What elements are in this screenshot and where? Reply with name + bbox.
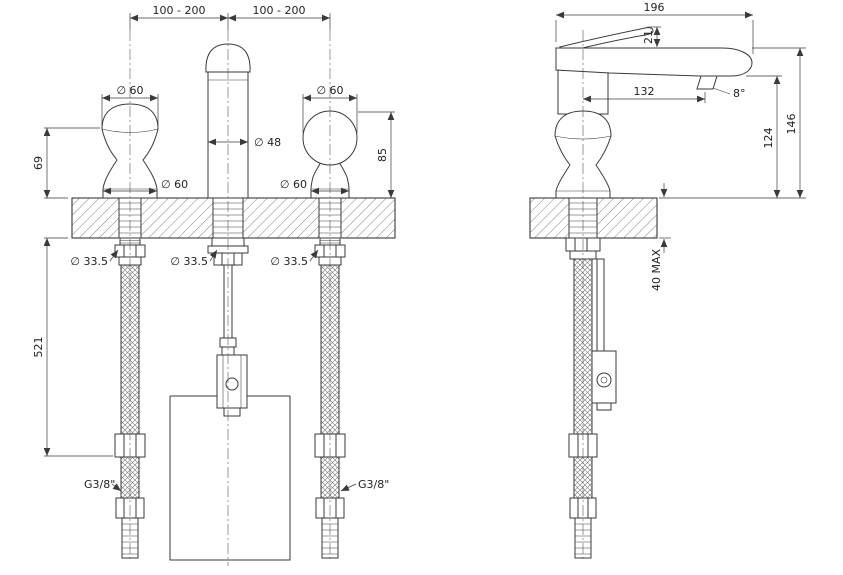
dim-right-handle-diameter: ∅ 60 — [316, 84, 343, 97]
dim-left-handle-base-diameter: ∅ 60 — [161, 178, 188, 191]
dim-hose-length: 521 — [32, 337, 45, 358]
spout-arm-side — [555, 47, 753, 77]
popup-rod-side — [596, 258, 605, 352]
dim-left-handle-diameter: ∅ 60 — [116, 84, 143, 97]
dim-right-handle-base-diameter: ∅ 60 — [280, 178, 307, 191]
dim-total-height: 146 — [785, 114, 798, 135]
centerlines-front — [129, 30, 331, 566]
dim-hole-spacing-right: 100 - 200 — [253, 4, 306, 17]
dim-spout-length: 196 — [644, 1, 665, 14]
front-view: 100 - 200 100 - 200 ∅ 60 ∅ 60 ∅ 48 ∅ 60 … — [32, 4, 396, 566]
side-view: 196 21 132 8° 124 146 40 MAX — [529, 1, 806, 560]
dim-hole-spacing-left: 100 - 200 — [153, 4, 206, 17]
deck-side — [529, 197, 658, 239]
dim-hole-diameter-right: ∅ 33.5 — [270, 255, 308, 268]
dim-hole-diameter-center: ∅ 33.5 — [170, 255, 208, 268]
dim-handle-height: 69 — [32, 156, 45, 170]
dimensions-front: 100 - 200 100 - 200 ∅ 60 ∅ 60 ∅ 48 ∅ 60 … — [32, 4, 395, 492]
dim-lever-rise: 21 — [642, 30, 655, 44]
aerator-outlet — [696, 75, 718, 90]
dim-right-handle-height: 85 — [376, 148, 389, 162]
dim-connection-left: G3/8" — [84, 478, 115, 491]
deck-hole-center — [212, 197, 244, 239]
dimensions-side: 196 21 132 8° 124 146 40 MAX — [555, 1, 806, 292]
dim-spray-angle: 8° — [733, 87, 746, 100]
drain-bracket — [169, 395, 291, 561]
dim-spout-reach: 132 — [634, 85, 655, 98]
dim-max-deck-thickness: 40 MAX — [650, 249, 663, 292]
dim-outlet-height: 124 — [762, 128, 775, 149]
dim-connection-right: G3/8" — [358, 478, 389, 491]
dim-hole-diameter-left: ∅ 33.5 — [70, 255, 108, 268]
deck-front — [71, 197, 396, 239]
dim-spout-diameter: ∅ 48 — [254, 136, 281, 149]
